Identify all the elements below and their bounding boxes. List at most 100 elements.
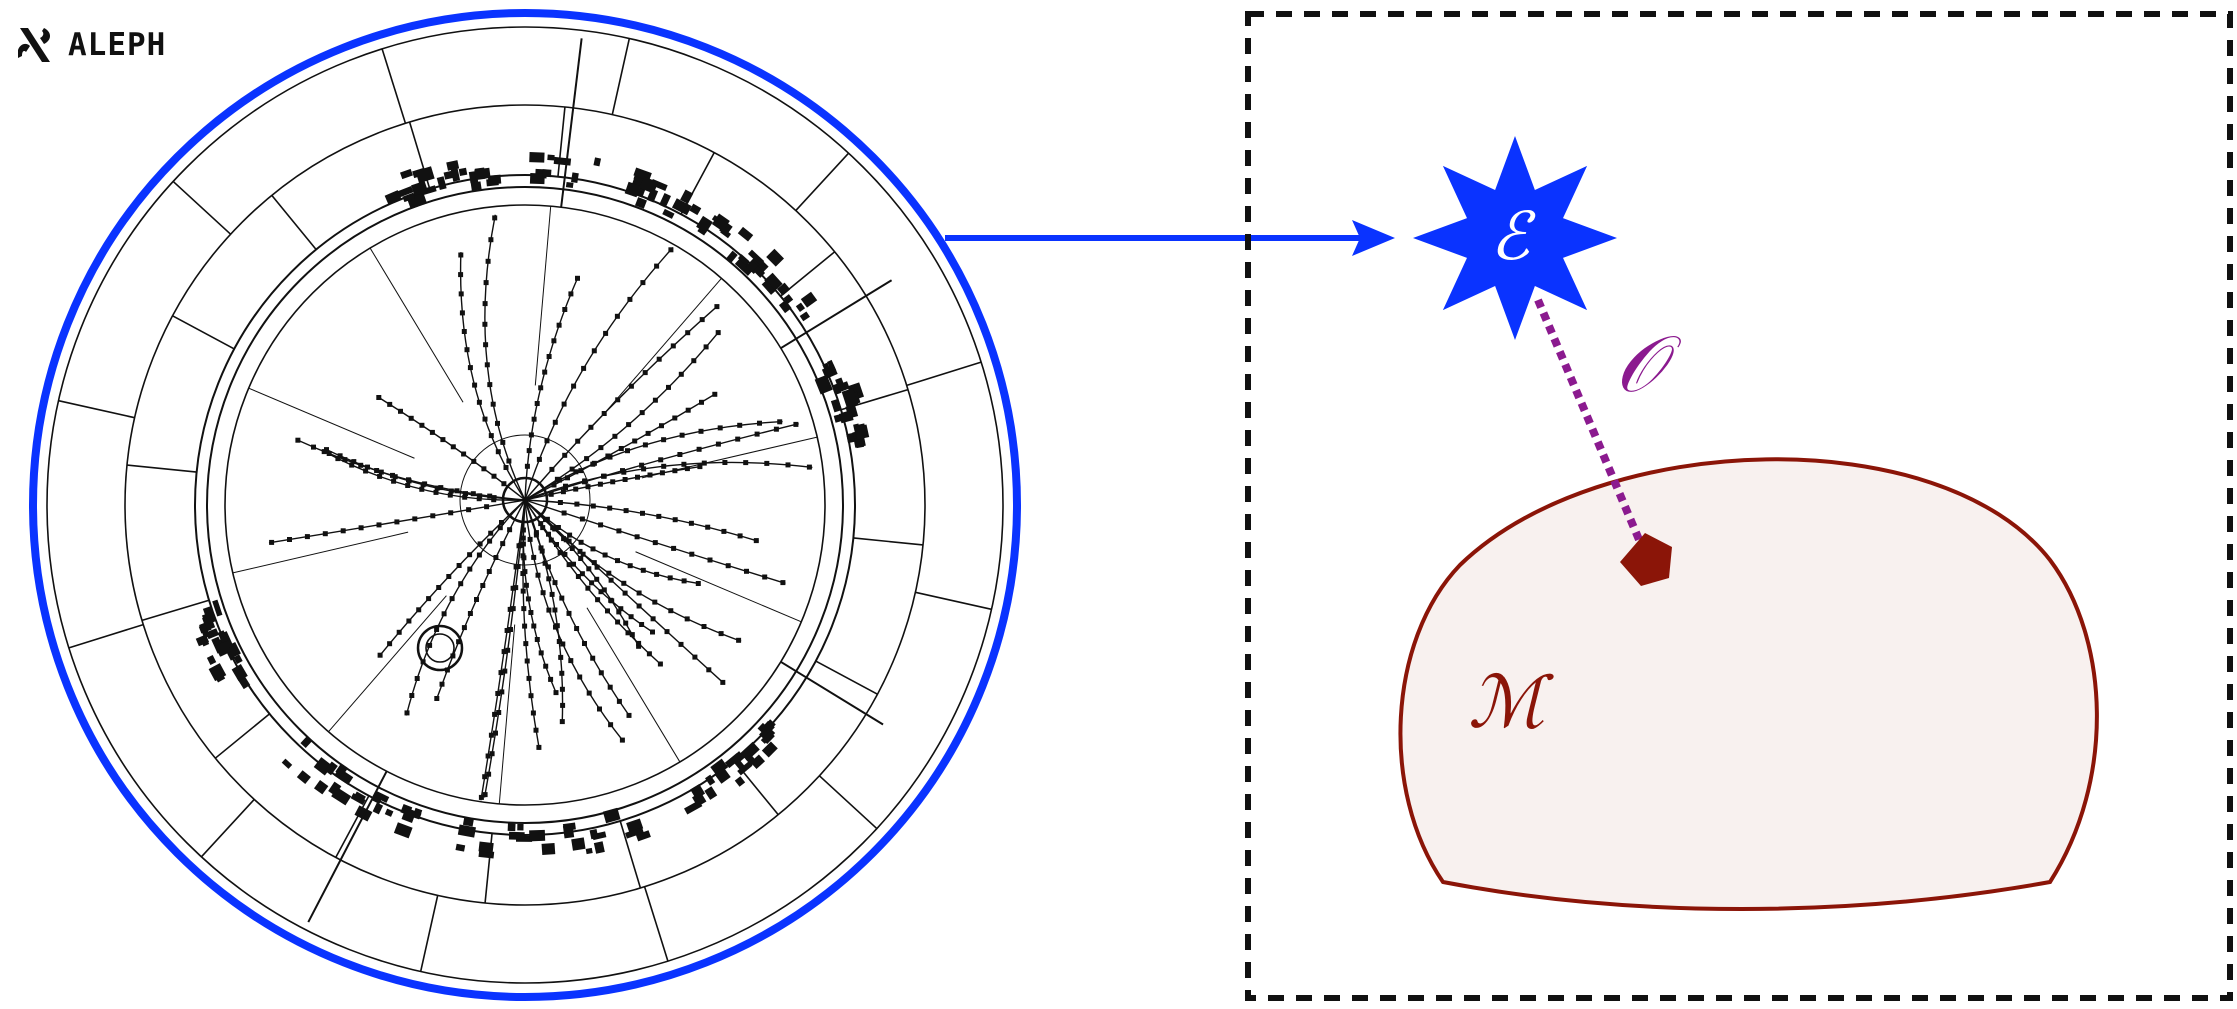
calorimeter-ring (194, 174, 856, 836)
track-hit (488, 433, 494, 439)
track-hit (551, 338, 557, 344)
track-hit (458, 291, 464, 297)
track-hit (311, 444, 316, 450)
track-hit (578, 556, 584, 561)
track-hit (618, 446, 624, 451)
track-hit (575, 275, 580, 281)
track-hit (656, 513, 662, 519)
track-hit (458, 252, 464, 258)
track-hit (721, 528, 727, 534)
track-hit (482, 416, 488, 422)
calorimeter-deposit (470, 181, 482, 191)
jet-line (560, 38, 583, 208)
track-hit (326, 451, 332, 456)
track-hit (337, 453, 343, 459)
detector-spoke (853, 537, 924, 546)
track-hit (692, 654, 698, 660)
tracker-outer-ring (206, 186, 844, 824)
track-hit (703, 344, 709, 350)
track-hit (602, 552, 608, 558)
track-hit (563, 485, 568, 490)
track-hit (712, 391, 718, 397)
track-hit (743, 460, 749, 466)
calorimeter-deposit (841, 388, 859, 409)
track-hit (667, 575, 673, 581)
calorimeter-deposit (458, 167, 468, 177)
calorimeter-deposit (705, 774, 716, 786)
track-hit (616, 698, 622, 704)
track-hit (427, 642, 433, 648)
calorimeter-deposit (799, 311, 810, 322)
track-hit (607, 684, 613, 690)
calorimeter-deposit (737, 254, 750, 266)
track-hit (439, 681, 445, 687)
track-hit (376, 395, 382, 400)
track-hit (419, 422, 425, 428)
particle-track (405, 499, 526, 716)
calorimeter-deposit (562, 824, 575, 839)
tracker-sector-line (586, 607, 681, 763)
track-hit (476, 399, 482, 405)
calorimeter-deposit (753, 265, 766, 278)
track-hit (484, 362, 490, 368)
particle-track (524, 461, 813, 501)
detector-spoke (419, 895, 439, 972)
track-hit (531, 416, 537, 422)
calorimeter-deposit (662, 208, 675, 219)
track-hit (526, 448, 532, 454)
track-hit (552, 580, 558, 586)
track-hit (480, 583, 486, 588)
track-hit (639, 410, 645, 416)
calorimeter-deposit (384, 808, 394, 817)
track-hit (482, 792, 488, 798)
track-hit (785, 462, 791, 468)
calorimeter-deposit (761, 280, 776, 295)
track-hit (503, 465, 509, 470)
track-hit (616, 528, 622, 534)
detector-spoke (381, 48, 407, 124)
track-hit (510, 585, 516, 591)
track-hit (565, 475, 570, 481)
track-hit (295, 437, 301, 443)
track-hit (549, 591, 555, 597)
calorimeter-deposit (443, 169, 459, 180)
calorimeter-deposit (202, 606, 217, 624)
tracker-sector-line (603, 277, 722, 415)
track-hit (446, 574, 452, 579)
track-hit (493, 730, 498, 736)
track-hit (553, 690, 559, 696)
track-hit (737, 533, 743, 539)
track-hit (563, 537, 569, 543)
track-hit (483, 342, 489, 348)
track-hit (491, 497, 497, 503)
track-hit (764, 460, 770, 466)
track-hit (585, 484, 591, 490)
aleph-letter-icon (18, 28, 50, 62)
track-hit (628, 383, 634, 389)
calorimeter-deposit (734, 776, 746, 787)
track-hit (536, 744, 542, 750)
track-hit (554, 542, 559, 547)
track-hit (569, 546, 575, 551)
track-hit (467, 365, 473, 371)
calorimeter-deposit (420, 185, 437, 196)
calorimeter-deposit (831, 383, 842, 395)
track-hit (363, 468, 369, 474)
calorimeter-deposit (436, 176, 447, 190)
track-hit (548, 537, 554, 543)
track-hit (560, 489, 566, 495)
track-hit (562, 307, 568, 312)
track-hit (524, 463, 530, 469)
track-hit (448, 510, 454, 516)
track-hit (434, 696, 440, 701)
calorimeter-deposit (838, 410, 854, 424)
track-hit (571, 383, 577, 389)
calorimeter-deposit (737, 226, 754, 242)
track-hit (335, 456, 341, 462)
track-hit (654, 571, 660, 577)
track-hit (642, 442, 648, 448)
track-hit (573, 486, 579, 492)
track-hit (632, 438, 638, 444)
track-hit (396, 629, 402, 635)
